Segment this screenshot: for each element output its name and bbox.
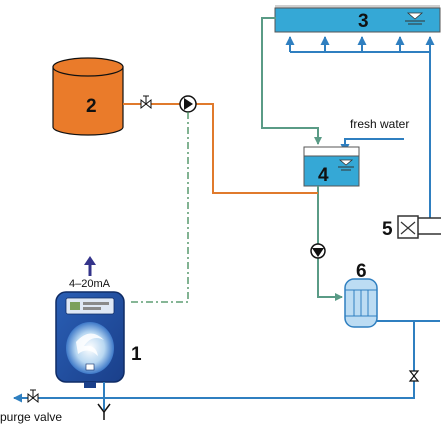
- signal-output-icon: [84, 256, 96, 276]
- chemical-tank-number: 2: [86, 96, 97, 117]
- pump-discharge-line: [317, 258, 343, 301]
- spray-header: [285, 36, 435, 218]
- dosing-valve-icon: [140, 95, 152, 110]
- basin-overflow-line: [261, 17, 322, 145]
- makeup-tank: 4: [303, 146, 360, 187]
- purge-valve-label: purge valve: [0, 410, 62, 424]
- water-level-icon: [405, 12, 425, 25]
- dosing-pump-icon: [179, 95, 197, 113]
- filter: 6: [344, 261, 378, 328]
- control-signal-line: [128, 112, 189, 303]
- signal-label: 4–20mA: [69, 278, 111, 290]
- basin-number: 3: [358, 11, 369, 32]
- bleed-line: [108, 321, 415, 399]
- basin-water: [274, 7, 441, 33]
- chemical-tank: 2: [52, 57, 124, 136]
- filter-number: 6: [356, 261, 367, 282]
- dosing-discharge-line: [196, 103, 318, 194]
- bleed-valve-icon: [408, 370, 420, 382]
- basin-rim: [275, 5, 440, 8]
- makeup-tank-number: 4: [318, 165, 329, 186]
- purge-valve-icon: [27, 389, 39, 404]
- controller-number: 1: [131, 344, 142, 365]
- orange-tank-icon: [52, 66, 124, 136]
- fresh-water-label: fresh water: [350, 117, 409, 131]
- heat-exchanger-icon: [397, 215, 419, 239]
- sensor-tee-icon: [97, 403, 111, 420]
- water-level-icon: [338, 159, 354, 171]
- cooling-tower-basin: 3: [274, 5, 441, 218]
- heat-exchanger-number: 5: [382, 219, 393, 240]
- controller: 1: [55, 291, 142, 388]
- heat-exchanger: 5: [382, 215, 441, 240]
- circulation-pump-icon: [310, 243, 326, 259]
